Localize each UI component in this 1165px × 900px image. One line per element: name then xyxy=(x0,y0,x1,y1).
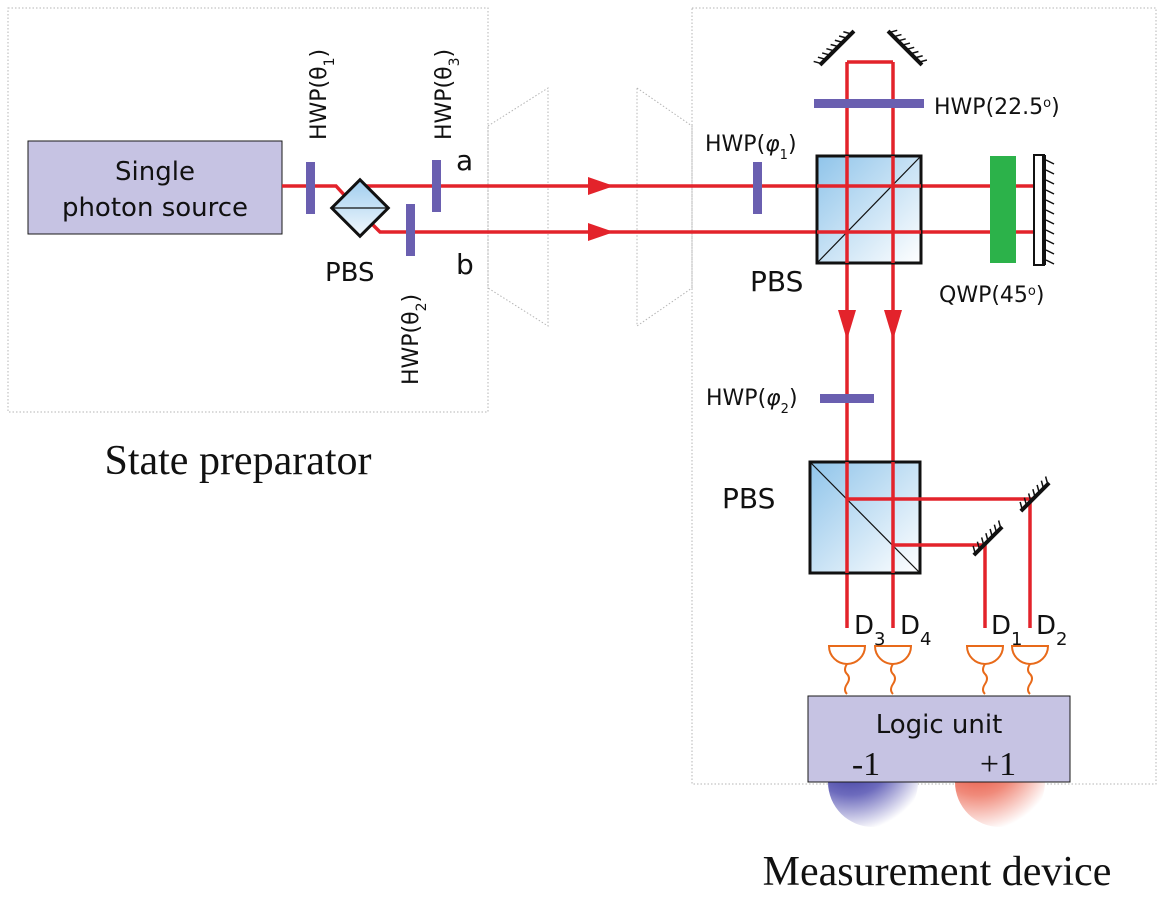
mirror-top-right xyxy=(886,29,928,67)
detector-label-d1: D1 xyxy=(991,611,1022,650)
measurement-device-title: Measurement device xyxy=(763,849,1112,895)
source-label-line2: photon source xyxy=(62,193,248,223)
hwp-phi2-plate xyxy=(820,394,874,403)
logic-plus-label: +1 xyxy=(980,746,1016,783)
hwp-22-label: HWP(22.5o) xyxy=(934,95,1060,120)
logic-unit-label: Logic unit xyxy=(876,710,1003,740)
detector-d1 xyxy=(965,645,1005,695)
path-a-label: a xyxy=(456,144,473,177)
mirror-right xyxy=(1033,154,1055,266)
logic-unit-box xyxy=(807,695,1071,783)
hwp-22-plate xyxy=(814,99,924,108)
connector-left xyxy=(487,87,549,327)
hwp-theta2-plate xyxy=(406,204,415,256)
arrow-down-left xyxy=(838,310,856,340)
detector-label-d2: D2 xyxy=(1036,611,1067,650)
source-label-line1: Single xyxy=(115,157,195,187)
measurement-device-frame xyxy=(691,7,1157,785)
connector-right xyxy=(636,87,693,327)
svg-text:HWP(θ2): HWP(θ2) xyxy=(399,294,430,385)
state-preparator-title: State preparator xyxy=(104,438,371,484)
detector-label-d4: D4 xyxy=(900,611,931,650)
pbs-top-label: PBS xyxy=(750,265,803,298)
pbs-bottom-label: PBS xyxy=(722,482,775,515)
state-preparator-frame xyxy=(7,7,489,413)
hwp-theta1-plate xyxy=(306,162,315,214)
mirror-d2 xyxy=(1019,476,1051,513)
path-b-label: b xyxy=(456,248,474,281)
svg-text:HWP(θ1): HWP(θ1) xyxy=(307,49,338,140)
detector-d2 xyxy=(1010,645,1050,695)
qwp-plate xyxy=(990,156,1016,263)
single-photon-source-box xyxy=(27,140,283,235)
hwp-theta3-label: HWP(θ3) xyxy=(432,49,463,140)
hwp-theta2-label: HWP(θ2) xyxy=(399,294,430,385)
pbs-small xyxy=(329,177,391,239)
detector-d4 xyxy=(873,645,913,695)
hwp-phi2-label: HWP(φ2) xyxy=(706,386,798,417)
qwp-label: QWP(45o) xyxy=(939,283,1044,308)
svg-text:HWP(θ3): HWP(θ3) xyxy=(432,49,463,140)
hwp-phi1-label: HWP(φ1) xyxy=(705,132,797,163)
arrow-down-right xyxy=(884,310,902,340)
arrow-b xyxy=(588,223,614,241)
logic-minus-label: -1 xyxy=(852,746,880,783)
pbs-small-label: PBS xyxy=(325,258,375,288)
arrow-a xyxy=(588,177,614,195)
hwp-theta1-label: HWP(θ1) xyxy=(307,49,338,140)
hwp-theta3-plate xyxy=(432,160,441,212)
detector-d3 xyxy=(827,645,867,695)
detector-label-d3: D3 xyxy=(854,611,885,650)
mirror-d1 xyxy=(972,520,1004,557)
hwp-phi1-plate xyxy=(753,162,762,214)
pbs-top-diagonal xyxy=(816,155,922,264)
mirror-top-left xyxy=(813,29,856,67)
pbs-bottom-diagonal xyxy=(809,461,921,574)
